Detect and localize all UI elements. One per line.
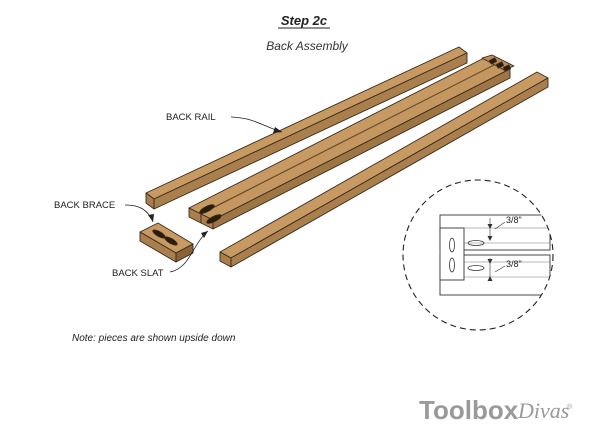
back-brace-label: BACK BRACE <box>54 200 115 211</box>
back-brace-arrow <box>148 214 154 222</box>
note-text: Note: pieces are shown upside down <box>72 333 236 344</box>
dimension-bottom-label: 3/8" <box>506 259 522 269</box>
back-slat-label: BACK SLAT <box>112 268 164 279</box>
step-title: Step 2c <box>281 13 328 28</box>
toolboxdivas-logo: Toolbox Divas ® <box>419 395 573 425</box>
detail-circle <box>402 179 554 331</box>
detail-view: 3/8" 3/8" <box>402 179 554 331</box>
logo-registered-mark: ® <box>567 403 573 411</box>
back-rail-label: BACK RAIL <box>166 112 216 123</box>
back-rail-arrow <box>273 127 282 133</box>
back-rail <box>145 46 468 210</box>
middle-rail <box>188 54 515 230</box>
subtitle: Back Assembly <box>266 39 349 53</box>
dimension-top-label: 3/8" <box>506 215 522 225</box>
back-slat <box>139 222 194 263</box>
bottom-rail <box>219 71 549 268</box>
logo-divas: Divas <box>517 398 569 423</box>
logo-toolbox: Toolbox <box>419 395 519 425</box>
back-slat-arrow <box>201 231 208 238</box>
